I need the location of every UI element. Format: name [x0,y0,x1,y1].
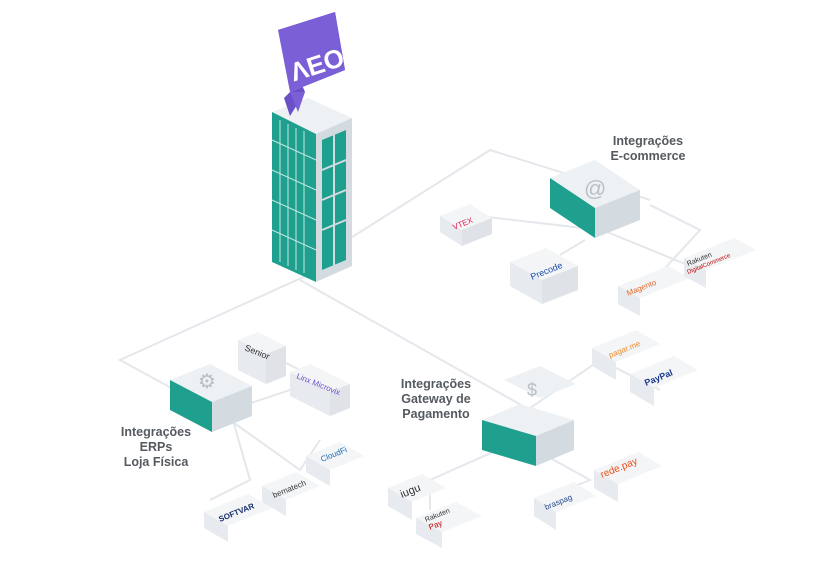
label-erp: Integrações ERPs Loja Física [120,425,192,469]
tile-braspag: braspag [534,482,596,530]
ecommerce-building: @ [550,160,640,238]
tile-vtex: VTEX [440,204,492,246]
tile-magento: Magento [618,266,690,316]
payment-building: $ [482,366,576,466]
label-ecommerce: Integrações E-commerce [610,134,686,163]
tile-rede: rede.pay [594,452,662,502]
neo-logo: ΛEO [278,12,348,116]
erp-building: ⚙ [170,364,252,432]
tile-iugu: iugu [388,474,446,520]
dollar-icon: $ [527,380,537,400]
tile-softvar: SOFTVAR [204,494,272,542]
tile-rakuten-dc: Rakuten DigitalCommerce [684,238,756,288]
tile-paypal: PayPal [630,356,698,406]
label-payment: Integrações Gateway de Pagamento [400,377,472,421]
tile-precode: Precode [510,248,578,304]
tile-bematech: bematech [262,472,320,516]
gear-icon: ⚙ [198,371,216,393]
tile-senior: Senior [238,332,286,384]
neo-tower [271,98,352,282]
tile-linx: Linx Microvix [290,364,350,416]
tile-pagarme: pagar.me [592,330,660,380]
partner-tiles: VTEX Precode Magento Rakuten DigitalComm… [204,204,756,548]
tile-cloudfi: CloudFi [306,442,364,486]
at-icon: @ [584,176,606,201]
tile-rakuten-pay: Rakuten Pay [416,502,482,548]
